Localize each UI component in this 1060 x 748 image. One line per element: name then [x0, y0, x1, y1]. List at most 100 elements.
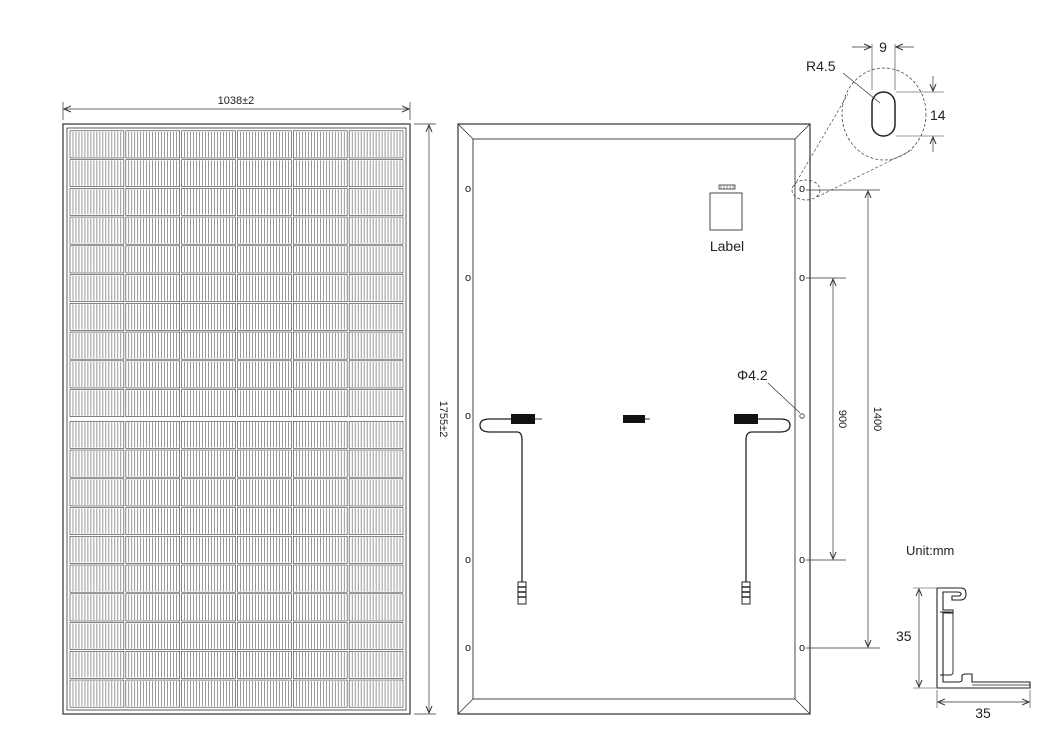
solar-cell: [69, 564, 125, 593]
front-frame-inner: [66, 127, 407, 711]
left-mounting-holes: o o o o o: [465, 183, 471, 654]
right-mounting-holes: o o o o: [799, 183, 805, 654]
solar-cell: [181, 679, 236, 708]
hole-mark: o: [465, 410, 471, 422]
solar-cell: [181, 159, 236, 188]
solar-cell: [125, 679, 180, 708]
solar-cell: [348, 650, 404, 679]
solar-cell: [237, 245, 292, 274]
hole-mark: o: [799, 642, 805, 654]
solar-cell: [293, 360, 348, 389]
solar-cell: [69, 188, 125, 216]
hole-diameter-label: Φ4.2: [737, 367, 768, 383]
solar-cell: [125, 188, 180, 216]
solar-cell: [348, 535, 404, 564]
solar-cell: [293, 188, 348, 216]
dim-1400-label: 1400: [871, 407, 883, 431]
solar-cell: [125, 420, 180, 449]
solar-cell: [237, 507, 292, 535]
solar-cell: [348, 622, 404, 650]
solar-cell: [237, 188, 292, 216]
solar-cell: [237, 622, 292, 650]
solar-cell: [348, 389, 404, 417]
solar-cell: [181, 507, 236, 535]
solar-cell: [293, 159, 348, 188]
solar-cell: [69, 679, 125, 708]
dim-900-label: 900: [836, 410, 848, 428]
solar-cell: [125, 449, 180, 478]
solar-cell: [69, 420, 125, 449]
solar-cell: [237, 130, 292, 159]
slot-radius-label: R4.5: [806, 58, 836, 74]
solar-cell: [348, 302, 404, 331]
slot-width-label: 9: [879, 39, 887, 55]
solar-cell: [237, 302, 292, 331]
cell-grid: [69, 130, 404, 708]
solar-cell: [181, 274, 236, 302]
solar-cell: [125, 130, 180, 159]
hole-mark: o: [799, 554, 805, 566]
solar-cell: [237, 564, 292, 593]
solar-cell: [125, 389, 180, 417]
solar-cell: [293, 449, 348, 478]
height-dimension: 1755±2: [414, 123, 449, 715]
frame-section: Unit:mm 35 35: [896, 543, 1031, 721]
solar-cell: [348, 274, 404, 302]
solar-cell: [69, 593, 125, 622]
solar-cell: [237, 331, 292, 360]
solar-cell: [69, 650, 125, 679]
solar-cell: [348, 478, 404, 507]
solar-cell: [293, 420, 348, 449]
solar-cell: [69, 535, 125, 564]
junction-box: [623, 415, 650, 423]
solar-cell: [348, 449, 404, 478]
slot-height-label: 14: [930, 107, 946, 123]
solar-cell: [237, 535, 292, 564]
hole-mark: o: [465, 272, 471, 284]
solar-cell: [125, 216, 180, 245]
hole-mark: o: [799, 272, 805, 284]
solar-cell: [293, 564, 348, 593]
solar-cell: [125, 622, 180, 650]
solar-cell: [181, 535, 236, 564]
rear-view: o o o o o o o o o Label: [457, 123, 883, 715]
solar-cell: [293, 331, 348, 360]
solar-cell: [348, 679, 404, 708]
solar-cell: [125, 274, 180, 302]
detail-circle: [841, 67, 927, 161]
right-connector-icon: [741, 581, 751, 605]
front-view: 1038±2 1755±2: [62, 95, 449, 715]
solar-cell: [125, 245, 180, 274]
solar-cell: [69, 274, 125, 302]
solar-cell: [69, 130, 125, 159]
solar-cell: [125, 593, 180, 622]
frame-profile-icon: [936, 587, 1031, 689]
solar-cell: [293, 478, 348, 507]
solar-cell: [237, 478, 292, 507]
solar-cell: [125, 159, 180, 188]
solar-cell: [181, 389, 236, 417]
solar-cell: [181, 245, 236, 274]
solar-cell: [348, 245, 404, 274]
label-text: Label: [710, 238, 744, 254]
detail-source-marker: [791, 179, 821, 201]
width-label: 1038±2: [218, 95, 255, 107]
hole-mark: o: [465, 554, 471, 566]
solar-cell: [181, 302, 236, 331]
solar-cell: [293, 274, 348, 302]
solar-cell: [69, 331, 125, 360]
solar-cell: [237, 593, 292, 622]
solar-cell: [348, 507, 404, 535]
solar-cell: [348, 360, 404, 389]
left-cable: [479, 414, 542, 605]
solar-cell: [237, 274, 292, 302]
solar-cell: [69, 449, 125, 478]
solar-cell: [293, 245, 348, 274]
solar-cell: [69, 360, 125, 389]
solar-cell: [293, 650, 348, 679]
solar-cell: [125, 650, 180, 679]
solar-cell: [348, 420, 404, 449]
solar-cell: [181, 216, 236, 245]
rear-frame-inner: [472, 138, 796, 700]
solar-cell: [69, 302, 125, 331]
